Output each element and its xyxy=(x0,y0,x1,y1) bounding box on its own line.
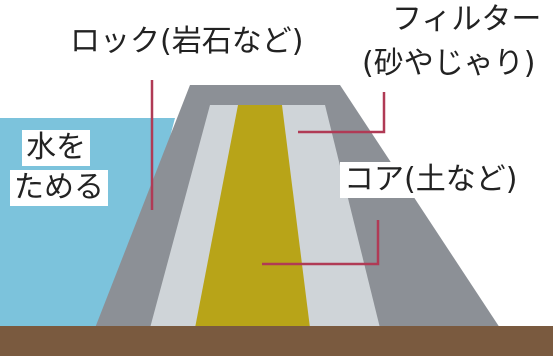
filter-label-line1: フィルター xyxy=(392,2,542,37)
filter-leader-line xyxy=(298,92,386,134)
core-zone xyxy=(195,105,310,328)
filter-label-line2: (砂やじゃり) xyxy=(362,46,536,81)
rock-label: ロック(岩石など) xyxy=(70,24,304,59)
core-leader-line xyxy=(262,220,380,266)
water-label-line1: 水を xyxy=(22,130,90,166)
water-label-line2: ためる xyxy=(10,170,108,206)
core-label: コア(土など) xyxy=(340,162,522,198)
ground xyxy=(0,326,553,356)
